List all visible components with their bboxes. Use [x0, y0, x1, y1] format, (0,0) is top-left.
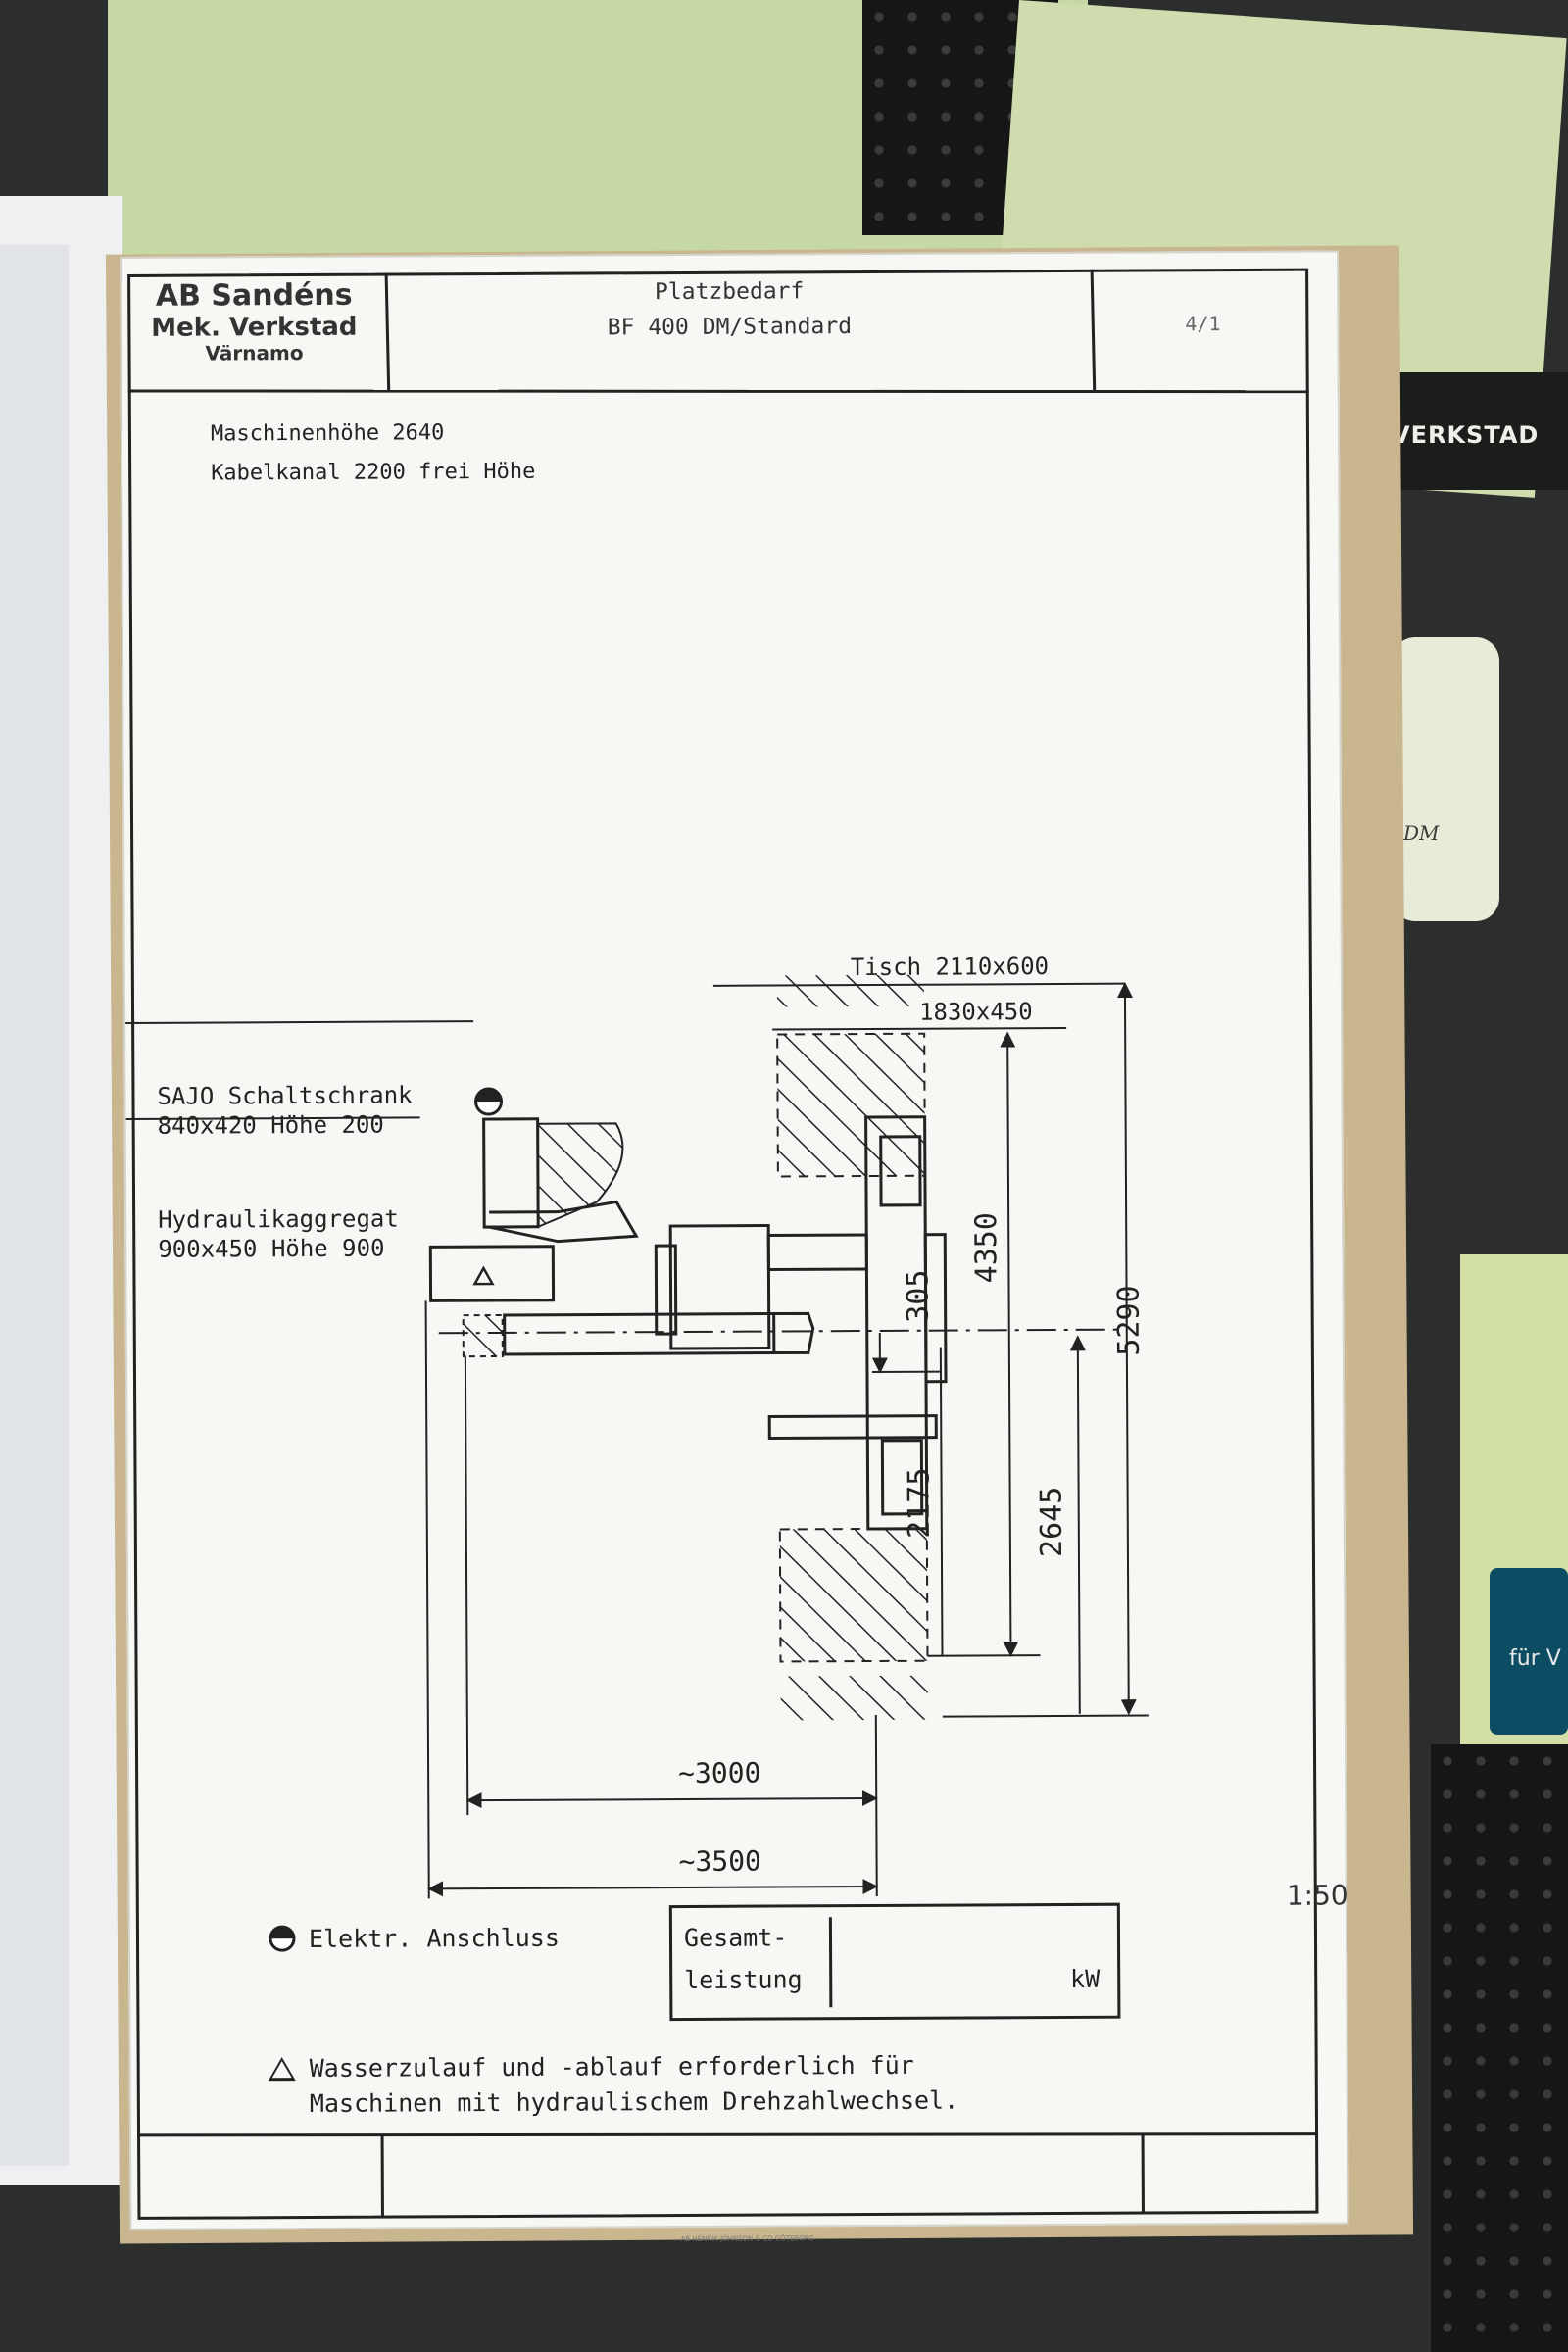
dim-3500-line [427, 1879, 879, 1897]
background-binder-label: VERKSTAD [1392, 421, 1540, 449]
dim-2645: 2645 [1034, 1486, 1069, 1558]
dim-ext-bottom-2 [942, 1714, 1149, 1718]
total-power-unit: kW [1070, 1964, 1101, 1993]
table-inner-leader [772, 1026, 1067, 1031]
dim-2645-line [1069, 1335, 1086, 1714]
hydraulic-unit-label: Hydraulikaggregat 900x450 Höhe 900 [158, 1204, 399, 1263]
dim-5290-line [1116, 982, 1137, 1716]
drawing-sheet: AB Sandéns Mek. Verkstad Värnamo Platzbe… [120, 250, 1349, 2243]
background-card [1392, 637, 1499, 921]
drawing-title: Platzbedarf BF 400 DM/Standard [474, 273, 984, 346]
dim-3000-line [466, 1790, 878, 1809]
water-note-line-1: Wasserzulauf und -ablauf erforderlich fü… [309, 2050, 914, 2083]
headstock-flange [654, 1244, 678, 1336]
arm-lower [767, 1414, 938, 1441]
arm-upper [766, 1233, 868, 1272]
spindle [503, 1312, 776, 1356]
headstock [668, 1224, 771, 1350]
legend-electric-label: Elektr. Anschluss [308, 1923, 560, 1953]
hatch-block-top [776, 974, 925, 1007]
background-card-label: DM [1403, 821, 1440, 845]
water-note-line-2: Maschinen mit hydraulischem Drehzahlwech… [309, 2085, 959, 2119]
total-power-box: Gesamt- leistung kW [668, 1902, 1121, 2022]
background-left-page-edge [0, 245, 69, 2166]
hatch-small [462, 1313, 504, 1358]
cabinet-leader [125, 1020, 474, 1024]
dim-305: 305 [901, 1269, 936, 1323]
company-name-line-1: AB Sandéns [155, 277, 353, 314]
hatch-block-upper [776, 1032, 926, 1178]
electric-connection-icon [269, 1925, 296, 1952]
total-power-label-line-1: Gesamt- [683, 1923, 788, 1953]
cabinet-label: SAJO Schaltschrank 840x420 Höhe 200 [157, 1081, 413, 1140]
background-binder [1377, 372, 1568, 490]
cabinet-door-hatch [536, 1122, 624, 1229]
dim-4350: 4350 [969, 1212, 1004, 1284]
spindle-tip [773, 1311, 815, 1355]
dim-ext-left-2 [424, 1300, 430, 1899]
machine-height-note: Maschinenhöhe 2640 [210, 420, 445, 447]
dim-2175: 2175 [902, 1467, 937, 1539]
dim-3500: ~3500 [678, 1844, 761, 1879]
water-note: Wasserzulauf und -ablauf erforderlich fü… [268, 2048, 959, 2123]
dim-4350-line [1000, 1031, 1019, 1657]
column-window-bottom [880, 1439, 924, 1516]
hatch-block-lower [778, 1527, 929, 1663]
column-window-top [879, 1135, 922, 1207]
company-name-line-2: Mek. Verkstad [151, 312, 358, 343]
water-triangle-symbol [472, 1265, 495, 1286]
total-power-label-line-2: leistung [684, 1964, 803, 1994]
drawing-scale: 1:50 [1286, 1879, 1348, 1912]
legend-electric: Elektr. Anschluss [268, 1923, 560, 1954]
header-divider-1 [384, 272, 391, 392]
table-leader [712, 982, 1125, 987]
footer-top-rule [137, 2132, 1319, 2137]
dim-ext-right [874, 1714, 878, 1896]
cable-duct-note: Kabelkanal 2200 frei Höhe [211, 459, 536, 486]
table-inner-size-label: 1830x450 [918, 998, 1033, 1026]
hatch-block-bottom [780, 1675, 928, 1721]
table-size-label: Tisch 2110x600 [850, 953, 1050, 982]
dim-ext-bottom-1 [927, 1654, 1041, 1657]
background-blue-binder-label: für V [1509, 1646, 1561, 1671]
dim-3000: ~3000 [678, 1756, 761, 1790]
total-power-label: Gesamt- leistung [679, 1917, 833, 2009]
drawing-title-line-1: Platzbedarf [654, 278, 805, 306]
printer-imprint: AB HENRIK JOHNSON & CO GÖTEBORG [680, 2234, 815, 2244]
centerline [438, 1328, 1117, 1335]
machine-notes: Maschinenhöhe 2640 Kabelkanal 2200 frei … [211, 414, 536, 493]
column-side [923, 1233, 948, 1384]
water-triangle-icon [268, 2057, 296, 2082]
background-blue-binder [1490, 1568, 1568, 1735]
company-name: AB Sandéns Mek. Verkstad Värnamo [141, 277, 367, 367]
electric-connection-half [475, 1089, 502, 1102]
layout-drawing [125, 269, 1319, 2218]
cabinet-bracket [488, 1200, 639, 1244]
company-name-line-3: Värnamo [205, 341, 304, 366]
dim-ext-left-1 [464, 1356, 469, 1816]
header-divider-2 [1090, 269, 1097, 391]
drawing-title-line-2: BF 400 DM/Standard [607, 313, 853, 341]
dim-2175-line [939, 1347, 944, 1656]
hydraulic-unit [428, 1245, 556, 1302]
dim-5290: 5290 [1111, 1285, 1147, 1356]
background-hex-pattern-lower [1431, 1744, 1568, 2352]
hydraulic-leader [125, 1116, 420, 1120]
sheet-number: 4/1 [1185, 312, 1221, 336]
header-bottom-rule [127, 389, 1309, 394]
